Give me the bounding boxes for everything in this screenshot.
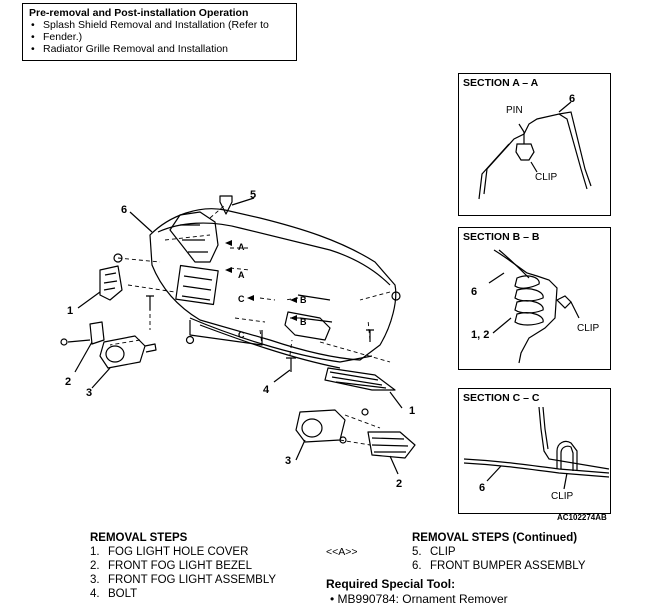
section-a-a-drawing: PIN 6 CLIP	[478, 93, 592, 200]
pre-removal-box: Pre-removal and Post-installation Operat…	[22, 3, 297, 61]
fog-opening-right	[284, 311, 331, 341]
bumper-inner-bracket	[169, 211, 219, 263]
section-b-bracket	[297, 294, 333, 323]
pre-removal-item-continued: Fender.)	[29, 31, 290, 43]
section-marker-b-1: B	[300, 295, 307, 305]
callout-4: 4	[263, 384, 270, 396]
section-c-c-title: SECTION C – C	[463, 392, 540, 404]
left-fog-light	[99, 335, 146, 369]
right-fog-light	[295, 409, 346, 443]
section-marker-a-1: A	[238, 242, 245, 252]
section-b-b-clip: CLIP	[577, 323, 600, 334]
section-marker-c-2: C	[238, 330, 245, 340]
license-plate-lines	[181, 275, 213, 301]
bolt-left	[146, 295, 154, 310]
section-a-a-pin: PIN	[506, 105, 523, 116]
procedure-reference: <<A>>	[326, 546, 358, 558]
bumper-top-edge	[157, 222, 391, 286]
callout-3-right: 3	[285, 455, 291, 467]
list-item: 6.FRONT BUMPER ASSEMBLY	[412, 560, 586, 572]
removal-steps-cont-list: 5.CLIP 6.FRONT BUMPER ASSEMBLY	[412, 545, 586, 573]
pre-removal-item: Radiator Grille Removal and Installation	[29, 43, 290, 55]
clip-5-part	[219, 195, 233, 215]
bumper-outline	[149, 208, 397, 361]
clip-left	[113, 253, 123, 263]
removal-steps-continued: REMOVAL STEPS (Continued) 5.CLIP 6.FRONT…	[412, 531, 586, 573]
list-item: 5.CLIP	[412, 546, 456, 558]
bolt-4	[286, 357, 296, 372]
pre-removal-title: Pre-removal and Post-installation Operat…	[29, 7, 249, 19]
special-tool-item: • MB990784: Ornament Remover	[330, 592, 508, 606]
list-item: 1.FOG LIGHT HOLE COVER	[90, 546, 249, 558]
section-a-a-6: 6	[569, 93, 575, 105]
callout-2-left: 2	[65, 376, 71, 388]
section-marker-a-2: A	[238, 270, 245, 280]
right-bezel	[367, 431, 416, 459]
list-item: 3.FRONT FOG LIGHT ASSEMBLY	[90, 574, 277, 586]
left-bezel	[89, 321, 105, 345]
callout-1-left: 1	[67, 305, 73, 317]
special-tool-title: Required Special Tool:	[326, 577, 456, 591]
license-plate-recess	[175, 264, 219, 306]
section-c-c-box: SECTION C – C 6 CLIP	[458, 388, 611, 514]
right-hole-cover	[324, 367, 396, 391]
callout-2-right: 2	[396, 478, 402, 490]
section-marker-b-2: B	[300, 317, 307, 327]
bumper-lower-lip	[189, 317, 373, 363]
removal-steps: REMOVAL STEPS 1.FOG LIGHT HOLE COVER 2.F…	[90, 531, 276, 601]
section-a-a-title: SECTION A – A	[463, 77, 539, 89]
callout-6: 6	[121, 204, 127, 216]
section-marker-c-1: C	[238, 294, 245, 304]
section-b-b-12: 1, 2	[471, 329, 489, 341]
callout-5: 5	[250, 189, 256, 201]
section-a-a-clip: CLIP	[535, 172, 558, 183]
section-b-b-drawing: 6 1, 2 CLIP	[471, 249, 600, 364]
section-c-bracket	[189, 320, 263, 346]
removal-steps-cont-title: REMOVAL STEPS (Continued)	[412, 532, 578, 544]
removal-steps-title: REMOVAL STEPS	[90, 532, 188, 544]
bolt-right	[366, 329, 374, 342]
section-c-c-6: 6	[479, 482, 485, 494]
list-item: 2.FRONT FOG LIGHT BEZEL	[90, 560, 252, 572]
section-c-c-clip: CLIP	[551, 491, 574, 502]
pre-removal-list: Splash Shield Removal and Installation (…	[29, 19, 290, 55]
callout-3-left: 3	[86, 387, 92, 399]
clip-right	[391, 291, 401, 301]
clip-bottom	[185, 335, 195, 345]
bumper-lower-lip-2	[199, 324, 341, 369]
diagram-code: AC102274AB	[557, 513, 607, 522]
bumper-inner-rib	[180, 224, 208, 253]
section-b-b-title: SECTION B – B	[463, 231, 540, 243]
section-c-c-drawing: 6 CLIP	[463, 406, 610, 502]
left-hole-cover	[99, 265, 123, 301]
callout-1-right: 1	[409, 405, 415, 417]
section-b-b-6: 6	[471, 286, 477, 298]
list-item: 4.BOLT	[90, 588, 138, 600]
pre-removal-item: Splash Shield Removal and Installation (…	[29, 19, 290, 31]
removal-steps-list: 1.FOG LIGHT HOLE COVER 2.FRONT FOG LIGHT…	[90, 545, 276, 601]
section-a-a-box: SECTION A – A PIN 6 CLIP	[458, 73, 611, 216]
section-b-b-box: SECTION B – B 6 1, 2 CLIP	[458, 227, 611, 370]
